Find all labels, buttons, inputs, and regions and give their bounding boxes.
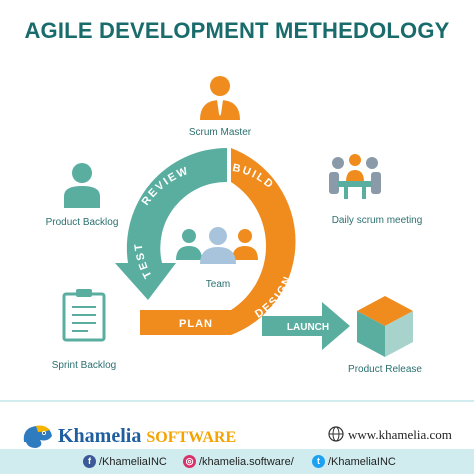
chameleon-logo xyxy=(23,425,52,448)
website-link[interactable]: www.khamelia.com xyxy=(348,427,452,442)
social-twitter[interactable]: t /KhameliaINC xyxy=(312,455,396,468)
launch-arrow xyxy=(262,302,350,350)
cycle-label-plan: PLAN xyxy=(179,318,213,330)
social-facebook[interactable]: f /KhameliaINC xyxy=(83,455,167,468)
cycle-orange-arc xyxy=(140,148,296,335)
brand-name-2: SOFTWARE xyxy=(146,429,237,446)
instagram-handle: /khamelia.software/ xyxy=(199,455,294,468)
brand-name-1: Khamelia xyxy=(58,425,142,447)
footer-separator xyxy=(0,400,474,402)
product-release-label: Product Release xyxy=(348,364,422,375)
social-instagram[interactable]: ◎ /khamelia.software/ xyxy=(183,455,294,468)
person-icon xyxy=(64,163,100,208)
brand-name: Khamelia SOFTWARE xyxy=(58,425,236,448)
page-title: AGILE DEVELOPMENT METHEDOLOGY xyxy=(24,18,450,43)
team-icon xyxy=(176,227,258,264)
scrum-master-label: Scrum Master xyxy=(188,127,252,138)
cube-icon xyxy=(357,296,413,357)
team-label: Team xyxy=(205,279,231,290)
facebook-icon: f xyxy=(83,455,96,468)
sprint-backlog-label: Sprint Backlog xyxy=(51,360,117,371)
clipboard-icon xyxy=(62,289,106,342)
cycle-label-launch: LAUNCH xyxy=(287,322,329,333)
twitter-handle: /KhameliaINC xyxy=(328,455,396,468)
social-bar xyxy=(0,449,474,474)
cycle-teal-arc xyxy=(115,147,227,300)
globe-icon xyxy=(328,426,344,442)
twitter-icon: t xyxy=(312,455,325,468)
person-tie-icon xyxy=(200,76,240,120)
daily-scrum-label: Daily scrum meeting xyxy=(331,215,423,226)
facebook-handle: /KhameliaINC xyxy=(99,455,167,468)
product-backlog-label: Product Backlog xyxy=(45,217,119,228)
instagram-icon: ◎ xyxy=(183,455,196,468)
meeting-table-icon xyxy=(329,154,381,199)
